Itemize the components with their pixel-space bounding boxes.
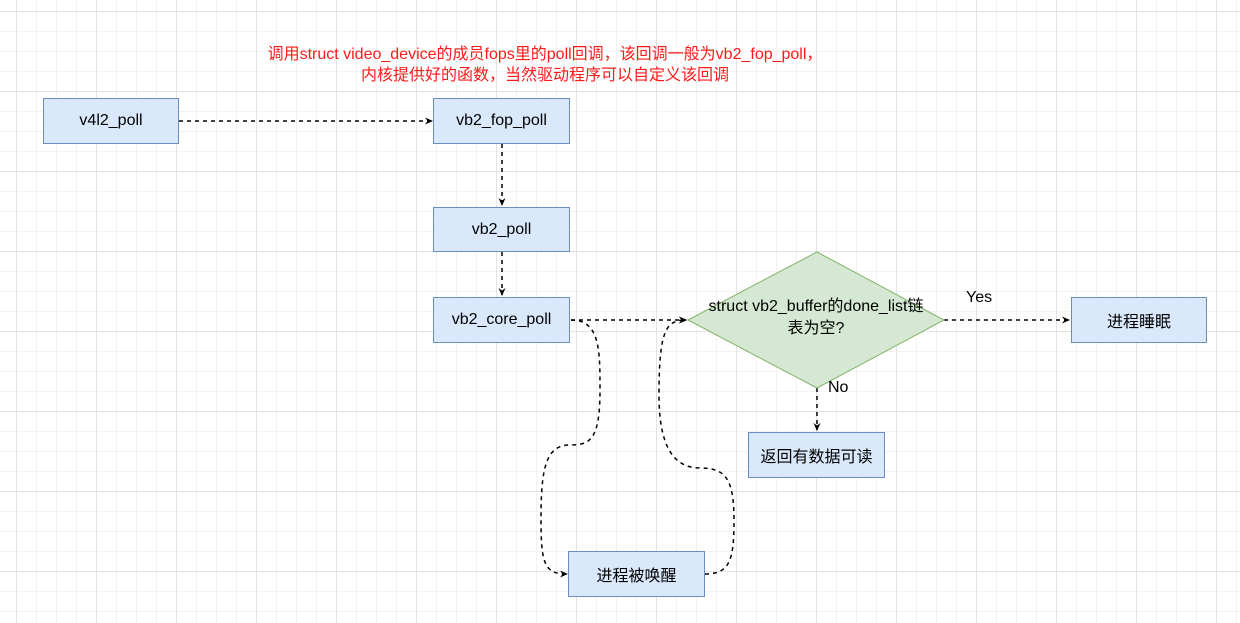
node-woken: 进程被唤醒 [568, 551, 705, 597]
node-vb2-fop-poll: vb2_fop_poll [433, 98, 570, 144]
annotation-note: 调用struct video_device的成员fops里的poll回调，该回调… [200, 44, 890, 86]
annotation-line-1: 调用struct video_device的成员fops里的poll回调，该回调… [267, 46, 823, 63]
decision-label: struct vb2_buffer的done_list链 表为空? [688, 296, 944, 340]
node-return-data: 返回有数据可读 [748, 432, 885, 478]
decision-label-line-2: 表为空? [787, 320, 845, 337]
edge-core-to-woken [540, 319, 601, 578]
edge-label-no: No [828, 379, 849, 396]
edge-label-yes: Yes [966, 289, 993, 306]
decision-label-line-1: struct vb2_buffer的done_list链 [708, 298, 924, 315]
node-sleep: 进程睡眠 [1071, 297, 1207, 343]
annotation-line-2: 内核提供好的函数，当然驱动程序可以自定义该回调 [360, 67, 729, 84]
edge-woken-to-decision [658, 316, 735, 575]
node-vb2-poll: vb2_poll [433, 207, 570, 252]
node-v4l2-poll: v4l2_poll [43, 98, 179, 144]
decision-diamond [686, 251, 946, 389]
node-vb2-core-poll: vb2_core_poll [433, 297, 570, 343]
